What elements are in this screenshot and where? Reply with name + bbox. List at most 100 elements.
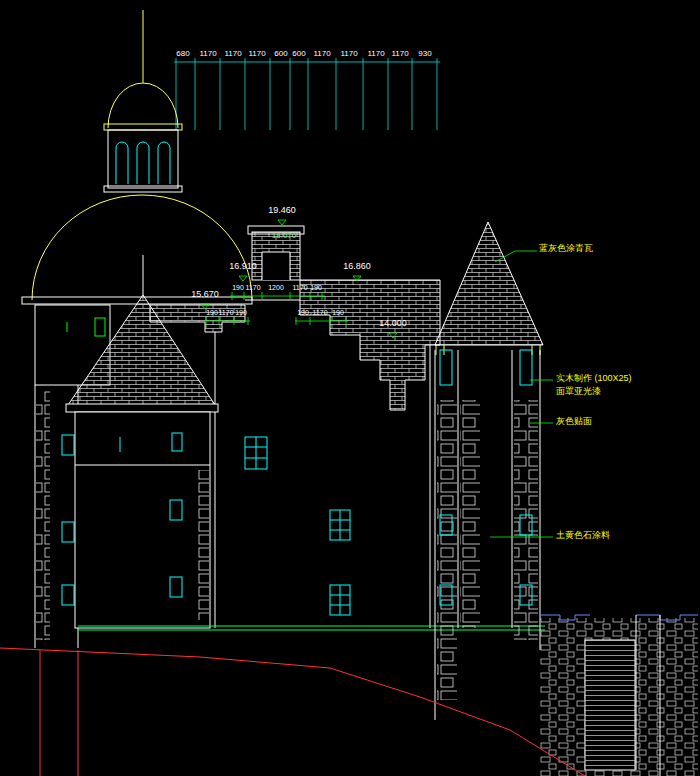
round-tower — [172, 433, 182, 451]
dimension-lines — [205, 292, 348, 325]
round-tower — [68, 295, 215, 405]
round-tower — [75, 465, 210, 466]
dome-tower — [62, 585, 74, 605]
dimension-lines — [295, 317, 348, 325]
dome-tower — [32, 195, 252, 300]
dimension-text: 1170 — [391, 50, 408, 59]
dimension-text: 1200 — [268, 284, 284, 292]
central-wall — [300, 280, 440, 410]
dome-tower — [104, 124, 182, 130]
dome-tower — [35, 385, 78, 648]
dimension-text: 190 — [206, 309, 218, 317]
dome-tower — [116, 142, 170, 184]
dimension-text: 1170 — [199, 50, 216, 59]
dimension-text: 600 — [274, 50, 287, 59]
central-wall — [215, 332, 430, 628]
corner-tower — [514, 400, 538, 640]
round-tower — [170, 500, 182, 520]
leader-lines — [490, 251, 553, 537]
retaining-wall — [636, 615, 660, 776]
central-wall — [330, 510, 350, 540]
dimension-text: 1170 — [245, 284, 260, 292]
dimension-text: 1170 — [312, 309, 327, 317]
dimension-chain — [174, 58, 440, 130]
dimension-text: 190 — [310, 284, 322, 292]
dimension-text: 1170 — [340, 50, 357, 59]
central-wall — [330, 585, 350, 615]
corner-tower — [440, 515, 452, 535]
leader-lines — [490, 537, 553, 538]
leader-lines — [530, 423, 553, 424]
ground-line — [40, 650, 78, 776]
dimension-text: 680 — [176, 50, 189, 59]
central-wall — [245, 300, 300, 301]
dome-tower — [108, 83, 178, 128]
dimension-text: 190 — [235, 309, 247, 317]
dome-tower — [67, 322, 68, 332]
retaining-wall — [540, 618, 698, 776]
corner-tower — [435, 222, 543, 720]
ground-line — [0, 648, 585, 776]
central-wall — [262, 252, 290, 280]
elevation-marks — [389, 333, 397, 338]
dimension-text: 1170 — [367, 50, 384, 59]
dimension-text: 190 — [297, 309, 309, 317]
leader-lines — [495, 251, 537, 262]
elevation-marks — [278, 220, 286, 225]
dome-tower — [95, 318, 105, 336]
round-tower — [66, 404, 218, 412]
round-tower — [198, 470, 209, 620]
corner-tower — [440, 350, 452, 385]
elevation-marks — [201, 304, 209, 309]
dimension-text: 1170 — [313, 50, 330, 59]
elevation-marks — [353, 276, 361, 281]
elevation-marks — [201, 220, 397, 338]
central-wall — [245, 437, 267, 469]
dimension-text: 1170 — [248, 50, 265, 59]
elevation-value: 19.460 — [268, 206, 296, 216]
dimension-text: 600 — [292, 50, 305, 59]
dome-tower — [36, 390, 50, 640]
retaining-wall — [585, 640, 635, 770]
elevation-value: 15.670 — [191, 290, 219, 300]
corner-tower — [437, 400, 457, 700]
material-note: 实木制作 (100X25) — [556, 374, 632, 384]
elevation-value: 14.000 — [379, 319, 407, 329]
dimension-chain — [176, 58, 437, 130]
round-tower — [66, 255, 218, 628]
dimension-chain — [174, 62, 440, 63]
dimension-lines — [205, 317, 250, 325]
central-wall — [245, 437, 267, 469]
dimension-text: 190 — [332, 309, 344, 317]
elevation-value: 16.910 — [229, 262, 257, 272]
dome-tower — [104, 186, 182, 192]
dimension-lines — [230, 292, 325, 300]
retaining-wall — [540, 615, 698, 776]
material-note: 面罩亚光漆 — [556, 387, 601, 397]
ground-line — [0, 648, 585, 776]
dimension-text: 930 — [418, 50, 431, 59]
dimension-text: 190 — [232, 284, 244, 292]
corner-tower — [440, 585, 452, 605]
retaining-wall — [540, 615, 698, 620]
corner-tower — [460, 400, 480, 628]
corner-tower — [435, 350, 540, 720]
dome-tower — [22, 10, 252, 648]
round-tower — [75, 412, 210, 628]
leader-lines — [530, 380, 553, 381]
retaining-wall — [585, 640, 635, 770]
corner-tower — [435, 222, 543, 345]
dimension-text: 1170 — [292, 284, 307, 292]
central-wall — [252, 232, 300, 280]
dome-tower — [108, 130, 178, 188]
material-note: 灰色贴面 — [556, 417, 592, 427]
round-tower — [143, 255, 144, 295]
dome-tower — [143, 10, 144, 83]
corner-tower — [520, 585, 532, 605]
material-note: 土黄色石涂料 — [556, 531, 610, 541]
elevation-marks — [239, 276, 247, 281]
elevation-value: 18.070 — [272, 232, 296, 241]
round-tower — [170, 577, 182, 597]
